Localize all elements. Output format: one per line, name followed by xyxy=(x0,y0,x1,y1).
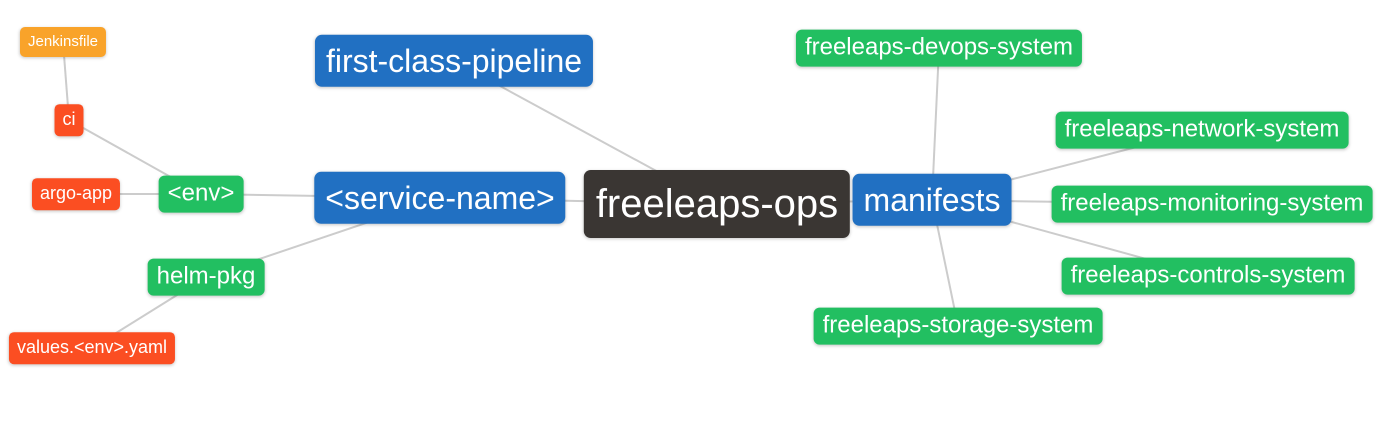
node-freeleaps-monitoring-system[interactable]: freeleaps-monitoring-system xyxy=(1051,185,1373,223)
node-jenkinsfile[interactable]: Jenkinsfile xyxy=(19,27,107,57)
node-argo-app[interactable]: argo-app xyxy=(31,178,121,210)
node-freeleaps-storage-system[interactable]: freeleaps-storage-system xyxy=(813,307,1103,345)
node-manifests[interactable]: manifests xyxy=(852,173,1012,227)
node-freeleaps-network-system[interactable]: freeleaps-network-system xyxy=(1055,111,1349,149)
node-values-env-yaml[interactable]: values.<env>.yaml xyxy=(8,332,176,364)
node-service-name[interactable]: <service-name> xyxy=(314,171,566,225)
node-freeleaps-devops-system[interactable]: freeleaps-devops-system xyxy=(795,29,1083,67)
node-first-class-pipeline[interactable]: first-class-pipeline xyxy=(314,34,594,88)
node-env[interactable]: <env> xyxy=(158,175,244,213)
node-ci[interactable]: ci xyxy=(54,104,84,136)
node-freeleaps-ops[interactable]: freeleaps-ops xyxy=(583,170,851,238)
node-freeleaps-controls-system[interactable]: freeleaps-controls-system xyxy=(1061,257,1355,295)
node-helm-pkg[interactable]: helm-pkg xyxy=(147,258,265,296)
